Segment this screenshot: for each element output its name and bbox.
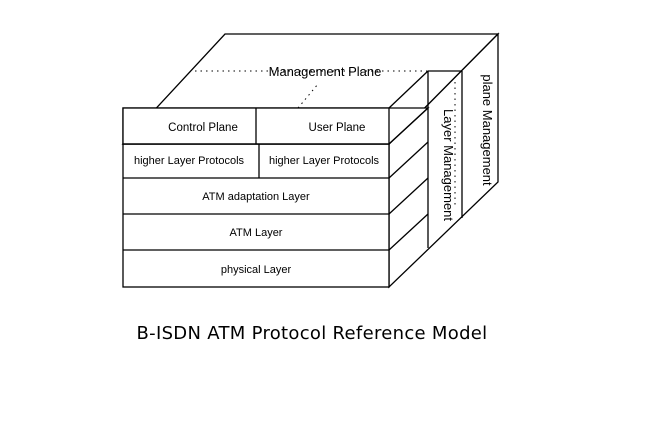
diagram-caption: B-ISDN ATM Protocol Reference Model bbox=[137, 323, 488, 344]
aal-label: ATM adaptation Layer bbox=[202, 191, 310, 203]
planes-row-diag bbox=[388, 70, 429, 109]
management-plane-label: Management Plane bbox=[269, 64, 382, 79]
layer-management-label: Layer Management bbox=[441, 109, 456, 221]
side-edge-aal bbox=[388, 141, 429, 179]
higher-layer-left-label: higher Layer Protocols bbox=[134, 155, 245, 167]
side-edge-phys bbox=[388, 213, 429, 251]
control-plane-label: Control Plane bbox=[168, 122, 238, 134]
higher-layer-right-label: higher Layer Protocols bbox=[269, 155, 380, 167]
side-edge-atm bbox=[388, 177, 429, 215]
atm-layer-label: ATM Layer bbox=[230, 227, 283, 239]
user-plane-label: User Plane bbox=[309, 122, 366, 134]
side-edge-higher bbox=[388, 107, 429, 145]
physical-layer-label: physical Layer bbox=[221, 264, 292, 276]
cube-front-face bbox=[122, 143, 390, 288]
plane-management-label: plane Management bbox=[480, 74, 495, 186]
